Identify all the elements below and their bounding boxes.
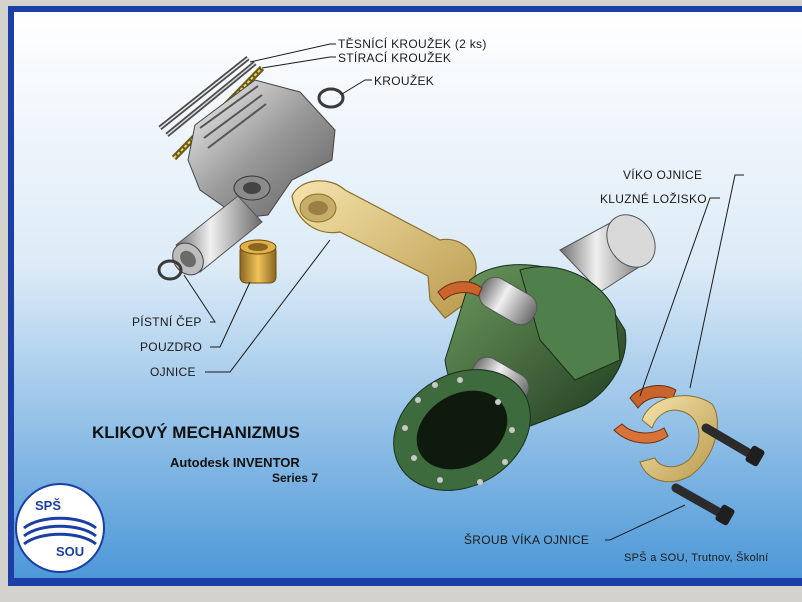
logo-text-sou: SOU xyxy=(56,544,85,559)
bearing-shell-upper xyxy=(437,281,483,301)
label-cap-bolt: ŠROUB VÍKA OJNICE xyxy=(464,533,590,547)
poster-title: KLIKOVÝ MECHANIZMUS xyxy=(92,423,300,442)
retaining-ring-upper xyxy=(317,87,345,109)
crankshaft xyxy=(393,214,656,491)
label-bushing: POUZDRO xyxy=(140,340,203,354)
label-bearing: KLUZNÉ LOŽISKO xyxy=(600,192,707,206)
rod-cap xyxy=(639,395,718,483)
leader-lines xyxy=(183,43,744,541)
piston xyxy=(187,79,336,219)
label-piston-pin: PÍSTNÍ ČEP xyxy=(132,315,202,329)
label-con-rod: OJNICE xyxy=(150,365,196,379)
bushing xyxy=(239,239,277,284)
label-ring: KROUŽEK xyxy=(374,74,435,88)
connecting-rod xyxy=(291,180,477,319)
software-name: Autodesk INVENTOR xyxy=(170,455,300,470)
footer-credit: SPŠ a SOU, Trutnov, Školní xyxy=(624,552,769,564)
software-series: Series 7 xyxy=(272,471,319,485)
school-logo xyxy=(15,483,105,573)
label-wiper-ring: STÍRACÍ KROUŽEK xyxy=(338,51,452,65)
cap-bolts xyxy=(671,423,765,526)
label-sealing-rings: TĚSNÍCÍ KROUŽEK (2 ks) xyxy=(338,37,487,51)
label-rod-cap: VÍKO OJNICE xyxy=(623,168,703,182)
poster-panel xyxy=(14,12,802,578)
retaining-ring-lower xyxy=(157,259,183,281)
logo-text-sps: SPŠ xyxy=(35,498,62,513)
